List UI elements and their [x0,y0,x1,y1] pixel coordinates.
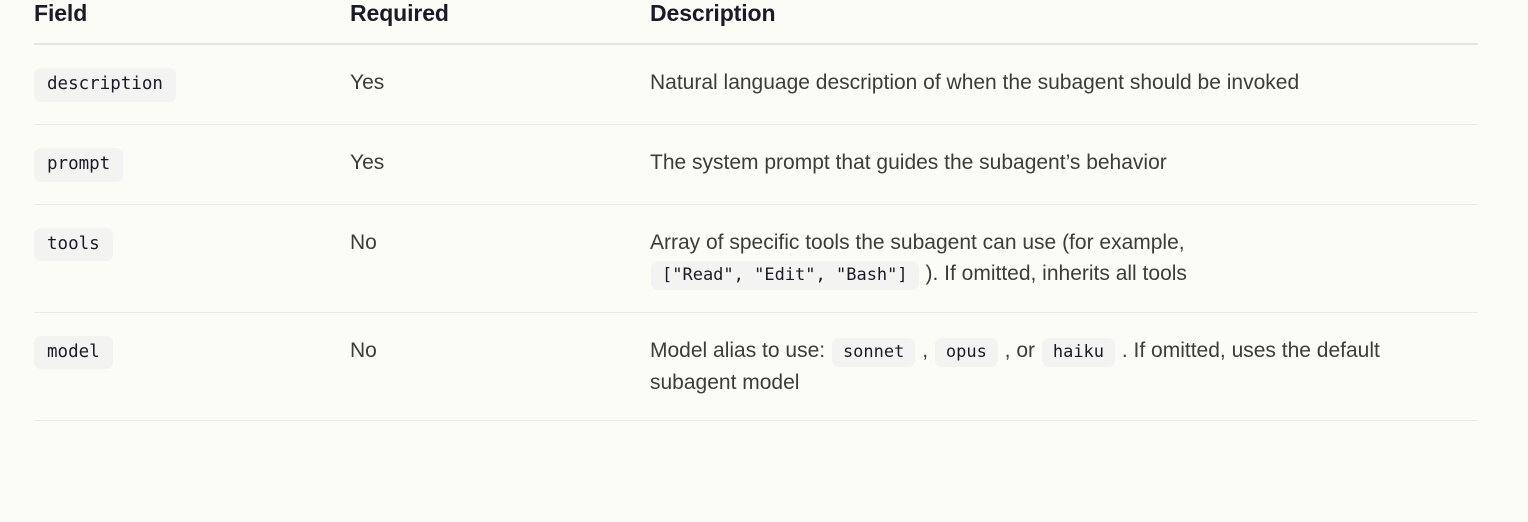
cell-description: Model alias to use: sonnet , opus , or h… [650,312,1478,421]
cell-description: Natural language description of when the… [650,44,1478,125]
required-value: Yes [350,71,385,94]
description-code-chip: ["Read", "Edit", "Bash"] [651,260,919,290]
field-name-code-chip: model [34,335,113,370]
column-header-field: Field [34,0,350,45]
required-value: Yes [350,150,385,174]
required-value: No [350,338,377,362]
cell-description: The system prompt that guides the subage… [650,124,1478,205]
description-text: Array of specific tools the subagent can… [650,230,1185,254]
required-value: No [350,230,377,254]
cell-required: No [350,204,650,313]
description-code-chip: haiku [1041,337,1116,367]
table-row: description Yes Natural language descripti… [34,44,1478,125]
cell-required: No [350,312,650,421]
column-header-required: Required [350,0,650,45]
table-row: model No Model alias to use: sonnet , opus… [34,312,1478,421]
cell-description: Array of specific tools the subagent can… [650,204,1478,313]
column-header-description: Description [650,0,1478,45]
description-text: The system prompt that guides the subage… [650,150,1167,174]
description-text: ). If omitted, inherits all tools [919,261,1187,285]
description-code-chip: sonnet [831,337,916,367]
description-text: . If omitted, uses the default subagent … [650,338,1380,394]
field-name-code-chip: tools [34,227,113,262]
field-name-code-chip: prompt [34,147,124,182]
table-header-row: Field Required Description [34,0,1478,45]
description-text: Natural language description of when the… [650,71,1300,94]
cell-required: Yes [350,44,650,125]
description-code-chip: opus [934,337,998,367]
cell-field: description [34,44,350,125]
cell-required: Yes [350,124,650,205]
description-text: Model alias to use: [650,338,831,362]
field-name-code-chip: description [34,68,176,102]
table-header: Field Required Description [34,0,1478,45]
cell-field: prompt [34,124,350,205]
description-text: , [916,338,934,362]
description-text: , or [998,338,1041,362]
table-row: tools No Array of specific tools the subag… [34,204,1478,313]
table-row: prompt Yes The system prompt that guides t… [34,124,1478,205]
cell-field: tools [34,204,350,313]
cell-field: model [34,312,350,421]
